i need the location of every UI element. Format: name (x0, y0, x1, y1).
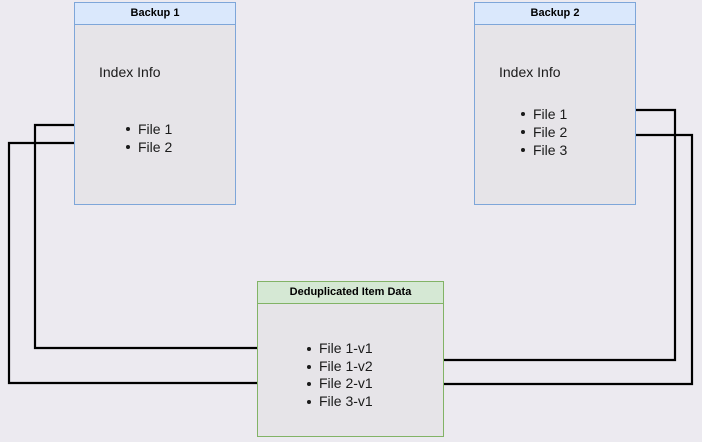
node-deduplicated-item-data[interactable]: Deduplicated Item Data File 1-v1 File 1-… (257, 281, 444, 437)
node-backup-2-body: Index Info File 1 File 2 File 3 (475, 25, 635, 204)
backup-1-index-info-label: Index Info (99, 64, 161, 80)
list-item[interactable]: File 1-v2 (306, 358, 373, 376)
list-item[interactable]: File 2 (125, 138, 172, 156)
node-backup-2-header: Backup 2 (475, 3, 635, 25)
list-item[interactable]: File 3-v1 (306, 393, 373, 411)
list-item[interactable]: File 2-v1 (306, 375, 373, 393)
backup-2-index-info-label: Index Info (499, 64, 561, 80)
backup-1-file-list: File 1 File 2 (125, 120, 172, 156)
node-backup-1-body: Index Info File 1 File 2 (75, 25, 235, 204)
node-backup-1-header: Backup 1 (75, 3, 235, 25)
list-item[interactable]: File 1 (520, 105, 567, 123)
backup-2-file-list: File 1 File 2 File 3 (520, 105, 567, 159)
node-deduplicated-item-data-body: File 1-v1 File 1-v2 File 2-v1 File 3-v1 (258, 304, 443, 436)
list-item[interactable]: File 2 (520, 123, 567, 141)
node-deduplicated-item-data-header: Deduplicated Item Data (258, 282, 443, 304)
list-item[interactable]: File 1-v1 (306, 340, 373, 358)
node-backup-2[interactable]: Backup 2 Index Info File 1 File 2 File 3 (474, 2, 636, 205)
node-backup-1[interactable]: Backup 1 Index Info File 1 File 2 (74, 2, 236, 205)
list-item[interactable]: File 1 (125, 120, 172, 138)
deduplicated-file-list: File 1-v1 File 1-v2 File 2-v1 File 3-v1 (306, 340, 373, 410)
list-item[interactable]: File 3 (520, 141, 567, 159)
